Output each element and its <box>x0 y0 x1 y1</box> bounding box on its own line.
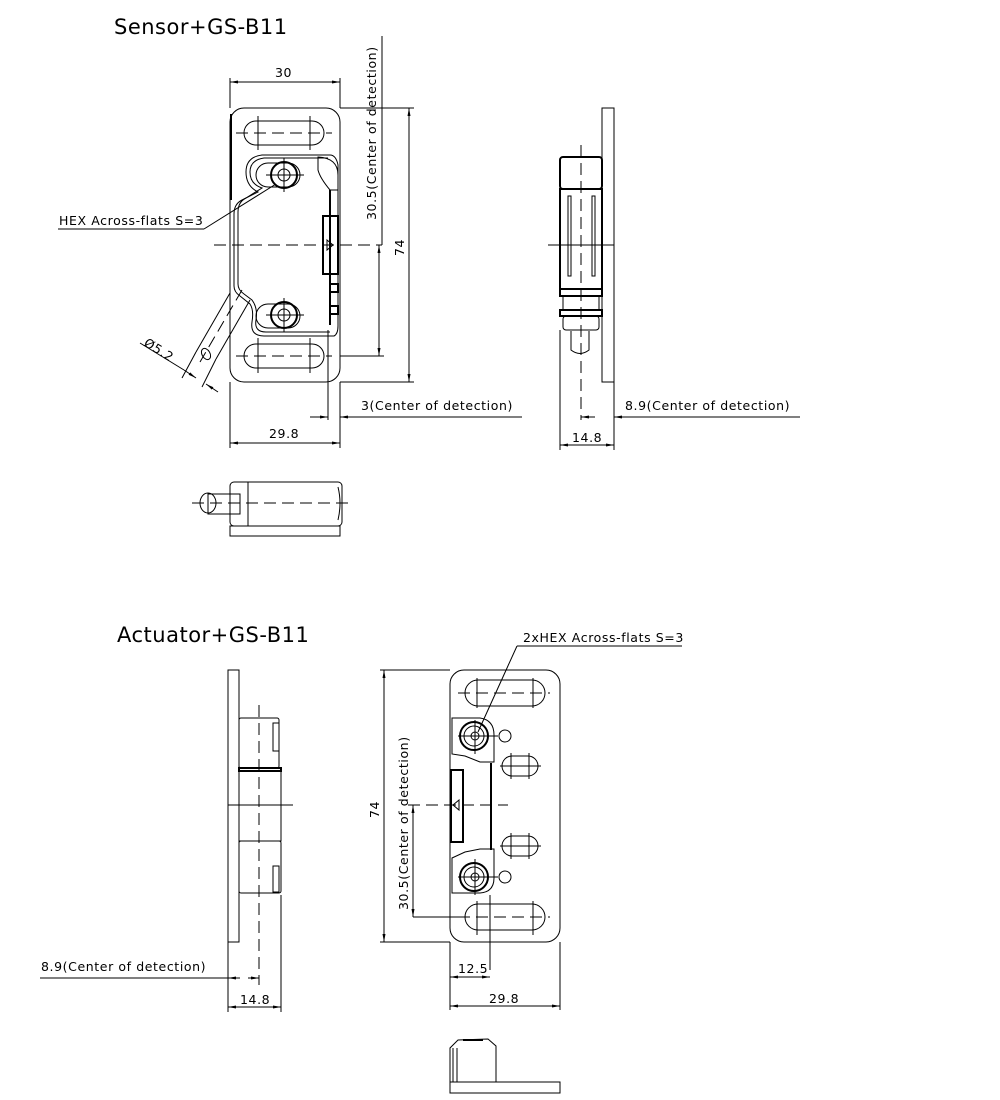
sensor-front-view <box>195 107 382 383</box>
actuator-section: Actuator+GS-B11 14.8 8.9(Center of detec… <box>40 623 684 1094</box>
dim-depth-14-8: 14.8 <box>240 992 270 1007</box>
sensor-body <box>233 154 339 337</box>
dim-depth-14-8: 14.8 <box>572 430 602 445</box>
dim-center-30-5: 30.5(Center of detection) <box>396 736 411 910</box>
detection-mark-icon <box>452 798 460 812</box>
actuator-title: Actuator+GS-B11 <box>117 623 309 647</box>
hex-callout-sensor: HEX Across-flats S=3 <box>59 213 203 228</box>
dim-width-30: 30 <box>275 65 292 80</box>
side-plate <box>227 669 240 943</box>
dim-center-offset-3: 3(Center of detection) <box>361 398 513 413</box>
dim-height-74: 74 <box>392 239 407 256</box>
hex-callout-actuator: 2xHEX Across-flats S=3 <box>523 630 684 645</box>
dim-width-29-8: 29.8 <box>489 991 519 1006</box>
sensor-section: Sensor+GS-B11 <box>58 15 800 537</box>
dim-height-74: 74 <box>367 801 382 818</box>
dim-cable-diameter: Ø5.2 <box>141 335 176 365</box>
dim-offset-12-5: 12.5 <box>458 961 488 976</box>
sensor-bottom-view <box>192 481 350 537</box>
actuator-bottom-view <box>449 1038 561 1094</box>
dim-center-depth-8-9: 8.9(Center of detection) <box>625 398 790 413</box>
sensor-cable <box>195 289 251 363</box>
sensor-side-view <box>548 107 615 420</box>
dim-width-29-8: 29.8 <box>269 426 299 441</box>
actuator-base-plate <box>449 669 561 943</box>
dim-center-depth-8-9: 8.9(Center of detection) <box>41 959 206 974</box>
actuator-front-view <box>408 669 561 970</box>
actuator-side-view <box>227 669 293 985</box>
dim-center-30-5: 30.5(Center of detection) <box>364 46 379 220</box>
sensor-title: Sensor+GS-B11 <box>114 15 288 39</box>
